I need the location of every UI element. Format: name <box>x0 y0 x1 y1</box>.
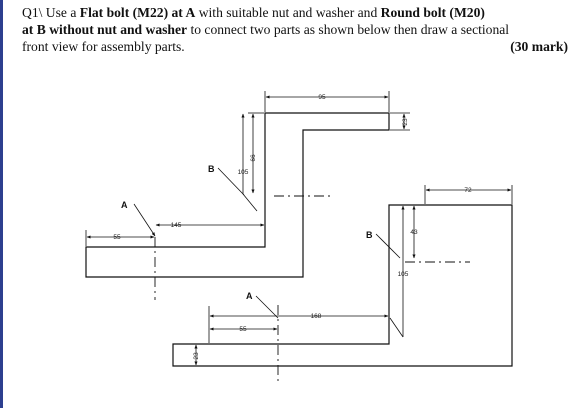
leader-a-top <box>133 203 156 237</box>
leader-b-right <box>375 233 401 259</box>
label-a-bottom: A <box>246 291 253 301</box>
dim-105-left-text: 105 <box>238 169 249 176</box>
leader-a-bottom <box>255 295 279 319</box>
question-text: Q1\ Use a Flat bolt (M22) at A with suit… <box>22 4 568 55</box>
leader-b-top <box>217 167 245 196</box>
part-lower-outline <box>172 204 513 367</box>
label-b-right: B <box>366 230 373 240</box>
dim-95-text: 95 <box>318 94 326 101</box>
dim-145-text: 145 <box>171 222 182 229</box>
question-line-3: front view for assembly parts. (30 mark) <box>22 38 568 55</box>
dim-55-left-text: 55 <box>113 234 121 241</box>
dim-168-text: 168 <box>311 313 322 320</box>
part-upper-outline <box>85 112 390 278</box>
marks-badge: (30 mark) <box>510 39 568 54</box>
flat-bolt-spec: Flat bolt (M22) at A <box>79 5 196 20</box>
label-a-top: A <box>121 200 128 210</box>
dim-72-text: 72 <box>464 187 472 194</box>
question-prefix: Q1\ Use a <box>22 5 80 20</box>
label-b-top: B <box>208 164 215 174</box>
question-line-2: at B without nut and washer to connect t… <box>22 21 568 38</box>
question-mid: with suitable nut and washer and <box>195 5 381 20</box>
bolt-b-spec: at B without nut and washer <box>22 22 188 37</box>
dim-66-text: 66 <box>250 154 257 162</box>
question-line-1: Q1\ Use a Flat bolt (M22) at A with suit… <box>22 4 568 21</box>
dim-23-bottom-text: 23 <box>193 352 200 360</box>
page-edge-bar <box>0 0 3 408</box>
dim-105-right-text: 105 <box>398 271 409 278</box>
round-bolt-spec: Round bolt (M20) <box>380 5 485 20</box>
question-line-2-rest: to connect two parts as shown below then… <box>187 22 510 37</box>
dim-43-text: 43 <box>410 229 418 236</box>
dim-55-bottom-text: 55 <box>239 326 247 333</box>
question-line-3-text: front view for assembly parts. <box>22 39 185 54</box>
dim-23-top-text: 23 <box>402 118 409 126</box>
